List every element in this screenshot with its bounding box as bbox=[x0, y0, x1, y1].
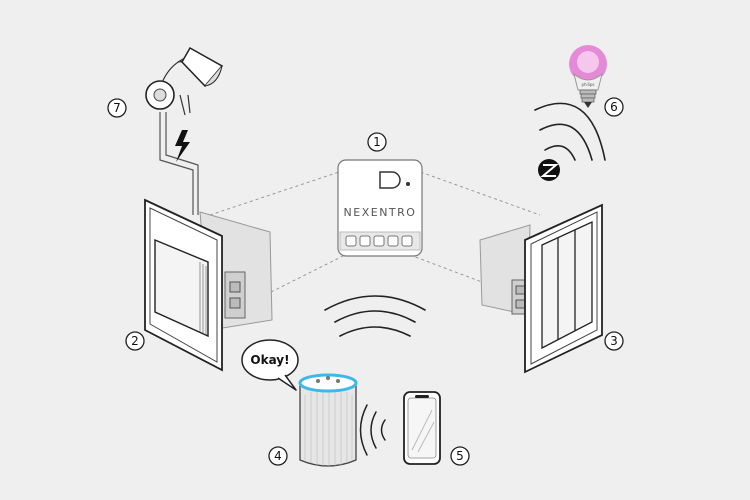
wall-switch-single bbox=[144, 198, 273, 372]
dashed-line-switch2-bottom bbox=[254, 254, 346, 301]
badge-7: 7 bbox=[107, 98, 127, 118]
badge-6: 6 bbox=[604, 97, 624, 117]
dashed-line-switch2-top bbox=[209, 169, 346, 216]
dashed-line-switch3-top bbox=[414, 169, 541, 216]
svg-text:4: 4 bbox=[274, 449, 282, 463]
wall-switch-double bbox=[479, 203, 603, 374]
zigbee-icon bbox=[538, 159, 560, 181]
badge-1: 1 bbox=[367, 132, 387, 152]
bulb-brand-label: philips bbox=[581, 82, 594, 87]
svg-text:3: 3 bbox=[610, 334, 618, 348]
short-range-waves-icon bbox=[359, 404, 386, 456]
smart-bulb: philips bbox=[569, 45, 607, 108]
svg-text:2: 2 bbox=[131, 334, 139, 348]
badge-3: 3 bbox=[604, 331, 624, 351]
relay-bracket-icon bbox=[379, 171, 401, 189]
smartphone bbox=[403, 391, 441, 465]
svg-text:7: 7 bbox=[113, 101, 121, 115]
wireless-waves-icon bbox=[324, 295, 426, 337]
svg-text:1: 1 bbox=[373, 135, 381, 149]
number-badges: 1 2 3 4 5 6 7 bbox=[107, 97, 624, 466]
smart-speaker bbox=[298, 373, 358, 467]
wired-lamp bbox=[145, 46, 224, 215]
svg-text:6: 6 bbox=[610, 100, 618, 114]
badge-4: 4 bbox=[268, 446, 288, 466]
speech-bubble: Okay! bbox=[241, 339, 299, 391]
speech-text: Okay! bbox=[250, 353, 289, 367]
svg-text:5: 5 bbox=[456, 449, 464, 463]
relay-module: NEXENTRO bbox=[337, 159, 423, 257]
zigbee-waves-icon bbox=[534, 102, 606, 161]
dashed-line-switch3-bottom bbox=[409, 254, 491, 286]
dashed-connections bbox=[209, 169, 541, 301]
badge-2: 2 bbox=[125, 331, 145, 351]
lightning-bolt-icon bbox=[175, 130, 190, 162]
badge-5: 5 bbox=[450, 446, 470, 466]
brand-label: NEXENTRO bbox=[344, 206, 417, 219]
